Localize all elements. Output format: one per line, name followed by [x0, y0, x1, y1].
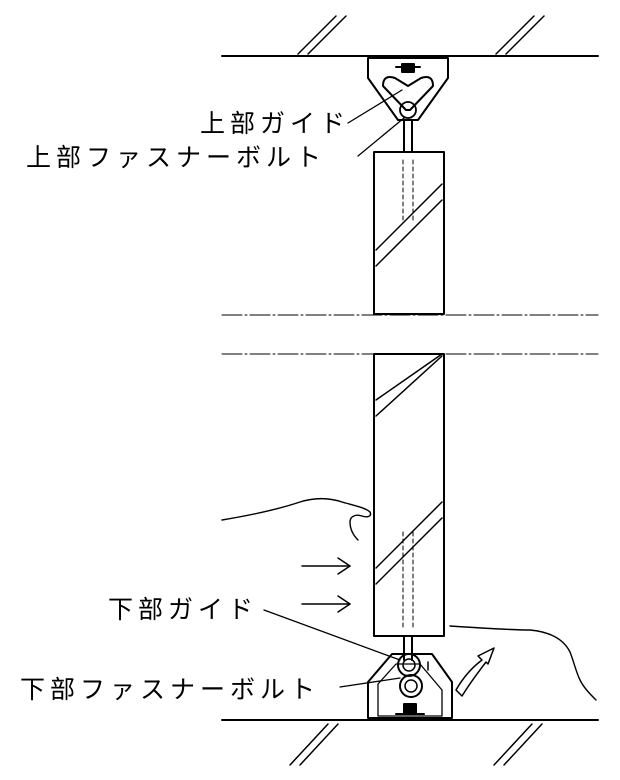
label-lower-guide: 下部ガイド	[108, 595, 258, 624]
arrow-right-icon	[301, 595, 351, 613]
label-upper-fastener-bolt: 上部ファスナーボルト	[26, 143, 326, 172]
push-arrow-icons	[301, 557, 351, 613]
pole-lower-segment	[373, 353, 445, 661]
arrow-right-icon	[301, 557, 351, 575]
floor	[221, 719, 599, 766]
label-upper-guide: 上部ガイド	[200, 109, 350, 138]
lower-guide-bracket	[367, 653, 453, 719]
ceiling	[221, 15, 599, 57]
hand-lower	[449, 625, 597, 701]
hand-upper	[221, 497, 372, 541]
leader-lines	[263, 89, 405, 688]
upper-guide-bracket	[367, 57, 449, 153]
label-lower-fastener-bolt: 下部ファスナーボルト	[20, 675, 320, 704]
curved-arrow-icon	[455, 647, 495, 697]
break-lines	[221, 314, 599, 355]
pole-upper-segment	[373, 151, 445, 315]
